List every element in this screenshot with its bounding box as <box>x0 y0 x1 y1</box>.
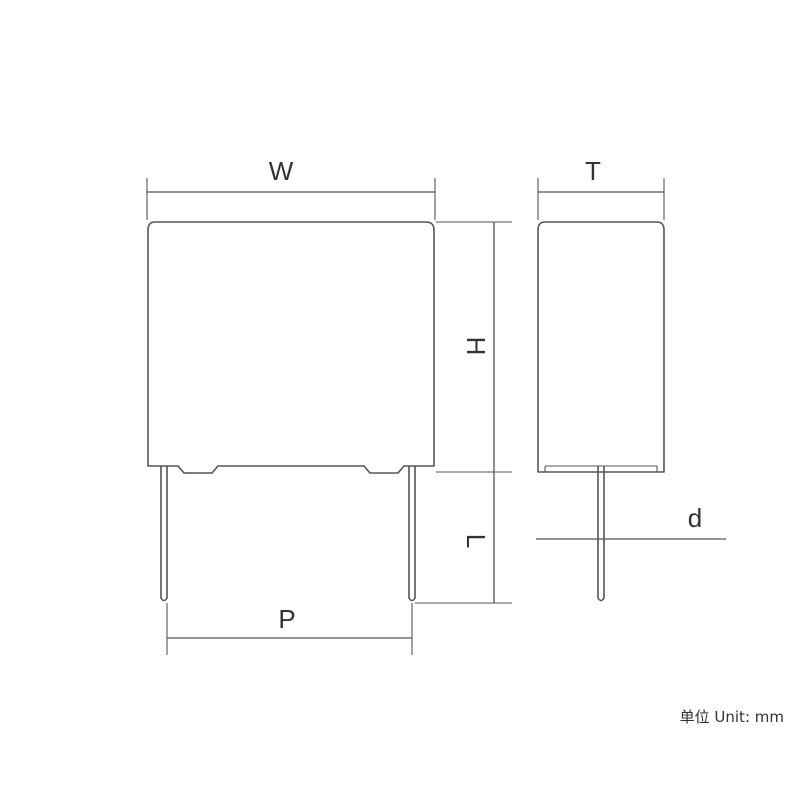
lead-length-dimension: L <box>415 472 512 604</box>
pitch-label: P <box>278 604 295 634</box>
front-body-outline <box>147 221 435 474</box>
lead-diameter-dimension: d <box>536 503 726 540</box>
side-view <box>537 221 665 602</box>
side-body-outline <box>537 221 665 473</box>
unit-note: 单位 Unit: mm <box>680 708 784 726</box>
height-label: H <box>461 337 491 356</box>
side-lead <box>597 466 605 602</box>
front-left-lead <box>160 466 168 602</box>
lead-length-label: L <box>461 534 491 548</box>
lead-diameter-label: d <box>688 503 702 533</box>
width-dimension: W <box>146 156 436 220</box>
width-label: W <box>269 156 294 186</box>
front-view <box>147 221 435 602</box>
thickness-dimension: T <box>537 156 665 220</box>
thickness-label: T <box>585 156 601 186</box>
pitch-dimension: P <box>166 603 413 655</box>
height-dimension: H <box>436 221 512 473</box>
front-right-lead <box>408 466 416 602</box>
